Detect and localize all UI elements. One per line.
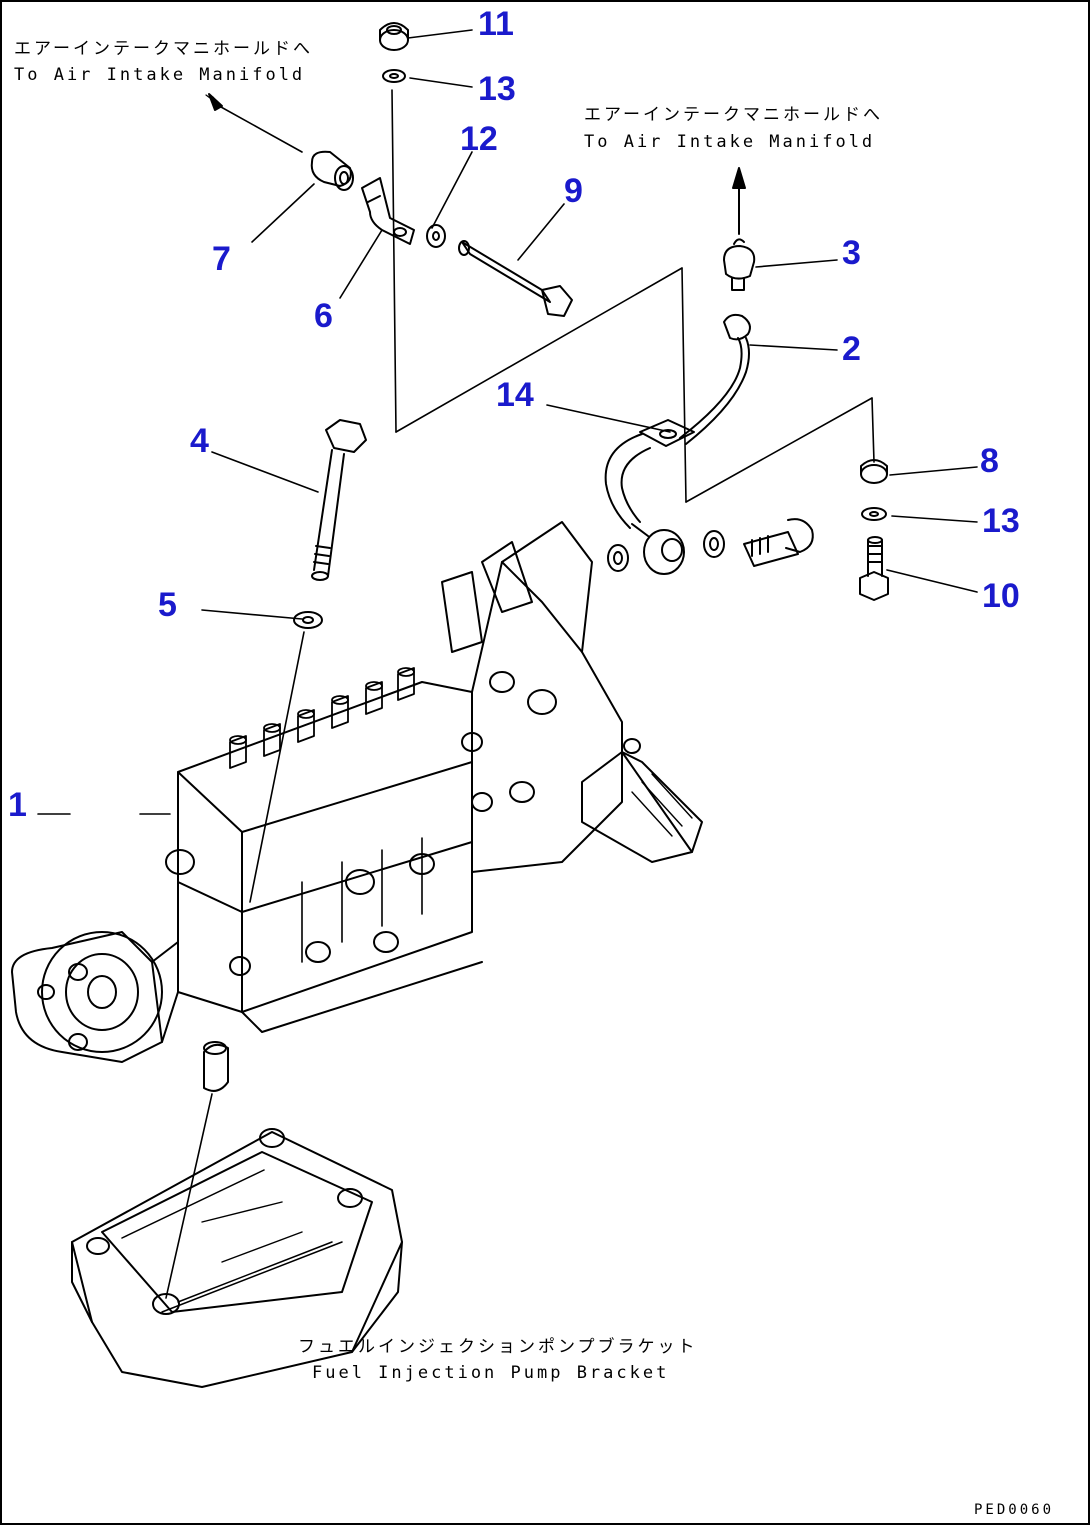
assembly-lines bbox=[165, 89, 875, 1299]
nut-part-11 bbox=[379, 22, 409, 51]
washer-part-13-right bbox=[861, 507, 887, 521]
callout-12: 12 bbox=[460, 120, 498, 158]
callout-6: 6 bbox=[314, 297, 333, 335]
bolt-part-4 bbox=[311, 419, 367, 581]
callout-10: 10 bbox=[982, 577, 1020, 615]
nut-part-8 bbox=[860, 459, 888, 484]
callout-4: 4 bbox=[190, 422, 209, 460]
callout-9: 9 bbox=[564, 172, 583, 210]
callout-7: 7 bbox=[212, 240, 231, 278]
bolt-part-9 bbox=[458, 240, 573, 317]
caption-air-intake-left-en: To Air Intake Manifold bbox=[14, 65, 306, 85]
arrow-right-manifold bbox=[732, 167, 746, 235]
callout-3: 3 bbox=[842, 234, 861, 272]
caption-air-intake-right-jp: エアーインテークマニホールドへ bbox=[584, 105, 883, 125]
drawing-code: PED0060 bbox=[974, 1502, 1055, 1518]
callout-1: 1 bbox=[8, 786, 27, 824]
dowel-pin bbox=[203, 1041, 229, 1092]
washer-part-13-top bbox=[382, 69, 406, 83]
caption-air-intake-right-en: To Air Intake Manifold bbox=[584, 132, 876, 152]
union-part-3 bbox=[723, 238, 756, 291]
clamp-part-14 bbox=[604, 419, 695, 575]
callout-2: 2 bbox=[842, 330, 861, 368]
caption-bracket-jp: フュエルインジェクションポンプブラケット bbox=[298, 1337, 698, 1357]
washer-part-12 bbox=[426, 224, 446, 248]
eye-bolt-set bbox=[607, 518, 814, 572]
callout-11: 11 bbox=[478, 5, 514, 43]
callout-8: 8 bbox=[980, 442, 999, 480]
callout-14: 14 bbox=[496, 376, 534, 414]
leader-lines bbox=[37, 29, 978, 815]
bolt-part-10 bbox=[859, 536, 889, 601]
tube-part-2 bbox=[679, 313, 751, 445]
caption-air-intake-left-jp: エアーインテークマニホールドへ bbox=[14, 39, 313, 59]
washer-part-5 bbox=[293, 611, 323, 629]
callout-13-top: 13 bbox=[478, 70, 516, 108]
pump-bracket-drawing bbox=[71, 1128, 403, 1388]
caption-bracket-en: Fuel Injection Pump Bracket bbox=[312, 1363, 670, 1383]
bracket-part-6 bbox=[361, 177, 415, 245]
arrow-left-manifold bbox=[205, 93, 223, 111]
collar-part-7 bbox=[310, 150, 354, 191]
fuel-injection-pump-part-1 bbox=[11, 521, 703, 1063]
callout-5: 5 bbox=[158, 586, 177, 624]
callout-13-right: 13 bbox=[982, 502, 1020, 540]
